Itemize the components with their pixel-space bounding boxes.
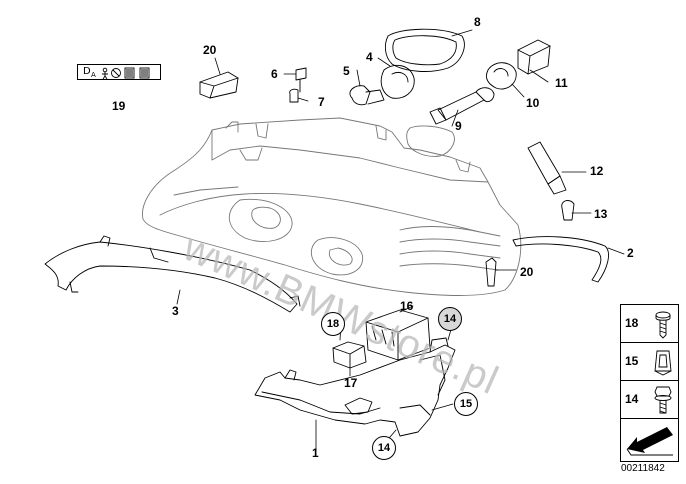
prohibition-icon [111,68,121,78]
callout-19: 19 [112,99,126,113]
book-icon [124,67,135,79]
trim-strip [44,235,301,313]
callout-3: 3 [172,304,179,318]
legend-item: 15 [621,343,678,381]
headlight-housing [142,117,522,296]
callout-2: 2 [627,246,634,260]
callout-6: 6 [271,67,278,81]
callout-18-circle: 18 [321,312,345,336]
callout-14-circle-upper: 14 [438,307,462,331]
hex-bolt-icon [654,386,672,414]
book-icon-2 [139,67,150,79]
callout-14-circle-lower: 14 [372,436,396,460]
legend-num: 18 [625,316,639,330]
callout-9: 9 [455,119,462,133]
callout-20-upper: 20 [203,43,217,57]
leader-lines [176,29,625,452]
person-icon [102,67,108,73]
label-prefix: D [83,66,91,77]
ballast-unit [365,309,431,361]
legend-item: 14 [621,381,678,419]
callout-14-lower: 14 [377,442,391,454]
callout-10: 10 [526,96,540,110]
label-sub: A [91,71,96,79]
callout-15-circle: 15 [454,392,478,416]
legend-item: 18 [621,305,678,343]
callout-1: 1 [312,446,319,460]
mounting-bracket [254,337,456,437]
legend-arrow-cell [621,419,678,461]
callout-4: 4 [366,50,373,64]
clip-20-upper [199,71,239,99]
cap-4 [380,64,415,99]
callout-11: 11 [555,76,568,90]
callout-14-upper: 14 [443,313,457,325]
bulb-13 [561,200,575,221]
curved-strip [512,236,609,283]
bulb-6 [295,67,307,93]
callout-20-right: 20 [520,265,534,279]
igniter-11 [517,39,551,75]
ring-10 [485,62,517,90]
callout-8: 8 [474,15,481,29]
bulb-5 [349,85,385,106]
callout-16: 16 [400,299,414,313]
fastener-legend: 18 15 14 [620,304,679,462]
legend-num: 15 [625,354,639,368]
clip-20-right [485,257,497,287]
cover-cap [384,28,465,72]
legend-num: 14 [625,392,639,406]
callout-7: 7 [318,95,325,109]
bulb-holder-12 [527,141,567,195]
arrow-icon [626,427,673,456]
clip-nut-icon [654,350,672,376]
document-id: 00211842 [621,463,665,474]
callout-5: 5 [343,64,350,78]
callout-17: 17 [344,376,358,390]
xenon-bulb [429,87,495,125]
flat-head-screw-icon [655,311,671,339]
bulb-7 [289,88,299,103]
callout-12: 12 [590,164,604,178]
connector-17 [332,341,367,369]
callout-13: 13 [594,207,608,221]
callout-15: 15 [459,398,473,410]
warning-label-panel: D A [77,64,161,80]
callout-18: 18 [326,318,340,330]
